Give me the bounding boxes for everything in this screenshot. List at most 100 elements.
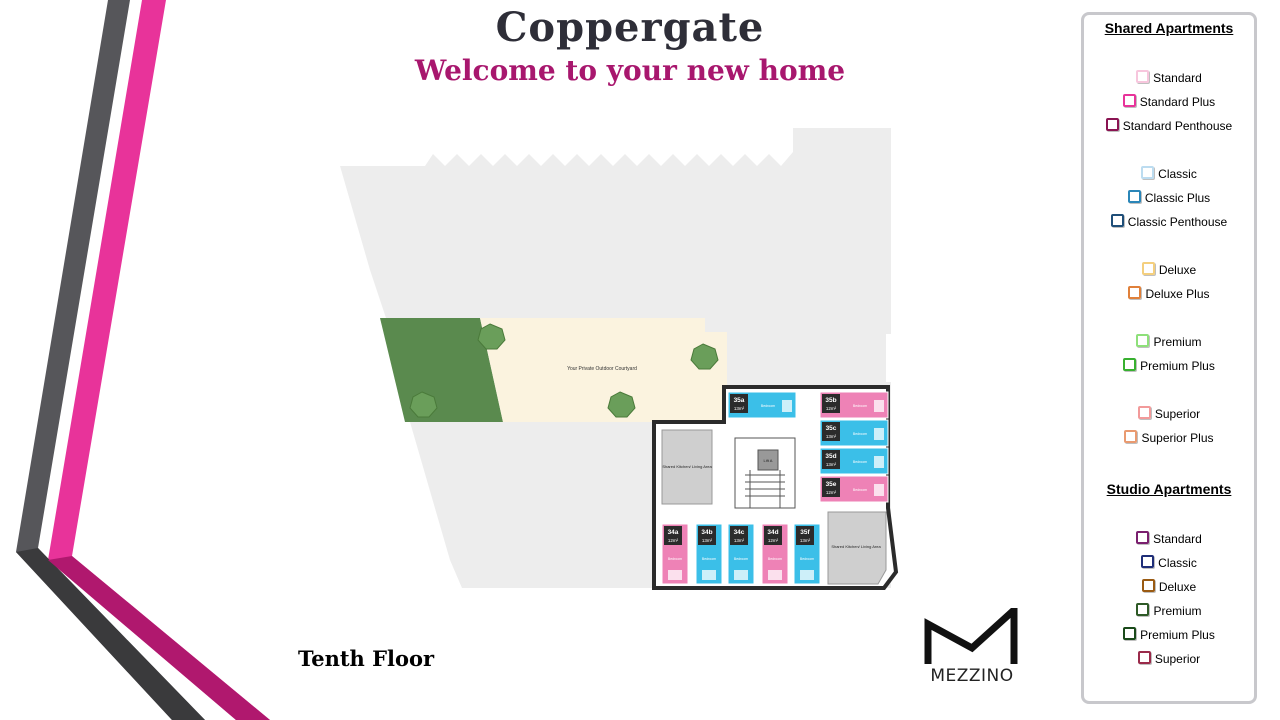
decorative-stripes	[16, 0, 270, 720]
room-area: 12m²	[826, 490, 837, 495]
tree-icon	[690, 343, 719, 370]
legend-item: Premium	[1084, 603, 1254, 618]
legend-swatch	[1137, 651, 1151, 664]
shared-apartments-heading: Shared Apartments	[1104, 20, 1234, 36]
legend-item: Standard	[1084, 531, 1254, 546]
legend-label: Standard Plus	[1139, 95, 1216, 109]
lift-label: Lift A	[764, 458, 773, 463]
legend-label: Classic	[1158, 556, 1197, 570]
rooms: 35a 13m² Bedroom 35b 12m² Bedroom 35c 13m² Bedro…	[661, 391, 889, 585]
legend-swatch	[1141, 555, 1155, 568]
legend-item: Superior	[1084, 651, 1254, 666]
legend-label: Premium Plus	[1140, 628, 1215, 642]
bed-icon	[800, 570, 814, 580]
courtyard-label: Your Private Outdoor Courtyard	[567, 366, 637, 372]
room-number: 35e	[826, 481, 837, 488]
bed-icon	[734, 570, 748, 580]
legend-swatch	[1127, 190, 1141, 203]
room-number: 35c	[826, 425, 837, 432]
legend-item: Standard	[1084, 70, 1254, 85]
tree-icon	[607, 391, 636, 418]
legend-swatch	[1110, 214, 1124, 227]
legend-swatch	[1141, 262, 1155, 275]
grey-stripe	[16, 0, 205, 720]
mezzino-logo	[924, 608, 1018, 664]
room-area: 13m²	[826, 462, 837, 467]
studio-apartments-heading: Studio Apartments	[1106, 481, 1232, 497]
room-number: 34c	[734, 529, 745, 536]
legend-label: Classic Plus	[1144, 191, 1211, 205]
legend-item: Premium	[1084, 334, 1254, 349]
bedroom-label: Bedroom	[853, 488, 867, 492]
room-area: 13m²	[734, 406, 745, 411]
room-number: 35d	[825, 453, 836, 460]
room-number: 34a	[668, 529, 679, 536]
room-number: 35b	[825, 397, 836, 404]
tree-icon	[477, 323, 506, 350]
legend-swatch	[1136, 334, 1150, 347]
legend-label: Standard	[1153, 71, 1202, 85]
legend-item: Deluxe	[1084, 262, 1254, 277]
legend-item: Premium Plus	[1084, 358, 1254, 373]
floor-plan: Your Private Outdoor Courtyard Lift A Sh…	[340, 128, 899, 590]
bedroom-label: Bedroom	[702, 557, 716, 561]
room-35b[interactable]: 35b 12m² Bedroom	[819, 391, 889, 419]
bedroom-label: Bedroom	[853, 460, 867, 464]
bedroom-label: Bedroom	[853, 404, 867, 408]
room-area: 13m²	[826, 434, 837, 439]
bed-icon	[874, 456, 884, 468]
legend-swatch	[1136, 531, 1150, 544]
room-number: 35f	[800, 529, 810, 536]
legend-item: Deluxe Plus	[1084, 286, 1254, 301]
legend-swatch	[1136, 70, 1150, 83]
bed-icon	[782, 400, 792, 412]
room-35d[interactable]: 35d 13m² Bedroom	[819, 447, 889, 475]
kitchen-left-label: Shared Kitchen/ Living Area	[662, 464, 712, 469]
stairs	[734, 437, 796, 509]
room-35c[interactable]: 35c 13m² Bedroom	[819, 419, 889, 447]
bed-icon	[668, 570, 682, 580]
bed-icon	[874, 428, 884, 440]
legend-label: Superior	[1154, 652, 1201, 666]
legend-swatch	[1124, 430, 1138, 443]
kitchen-right-label: Shared Kitchen/ Living Area	[831, 544, 881, 549]
legend-item: Classic Plus	[1084, 190, 1254, 205]
shared-kitchen-left	[661, 429, 713, 505]
courtyard	[480, 318, 727, 422]
legend-swatch	[1137, 406, 1151, 419]
grey-stripe-lower	[16, 548, 205, 720]
room-35e[interactable]: 35e 12m² Bedroom	[819, 475, 889, 503]
legend-swatch	[1123, 627, 1137, 640]
bedroom-label: Bedroom	[853, 432, 867, 436]
bedroom-label: Bedroom	[768, 557, 782, 561]
legend-label: Standard Penthouse	[1122, 119, 1233, 133]
page-subtitle: Welcome to your new home	[414, 54, 846, 87]
floor-label: Tenth Floor	[298, 646, 435, 671]
legend-swatch	[1123, 358, 1137, 371]
lawn	[380, 318, 503, 422]
bed-icon	[702, 570, 716, 580]
legend-label: Deluxe Plus	[1145, 287, 1210, 301]
legend-label: Classic Penthouse	[1127, 215, 1228, 229]
legend-item: Standard Penthouse	[1084, 118, 1254, 133]
room-area: 12m²	[768, 538, 779, 543]
legend-item: Superior Plus	[1084, 430, 1254, 445]
legend-swatch	[1128, 286, 1142, 299]
bed-icon	[874, 484, 884, 496]
legend-label: Standard	[1153, 532, 1202, 546]
legend-swatch	[1141, 166, 1155, 179]
legend-label: Deluxe	[1158, 580, 1197, 594]
room-number: 34b	[701, 529, 712, 536]
room-area: 12m²	[826, 406, 837, 411]
room-area: 13m²	[734, 538, 745, 543]
brand-name: MEZZINO	[930, 666, 1014, 686]
bed-icon	[768, 570, 782, 580]
room-number: 35a	[734, 397, 745, 404]
